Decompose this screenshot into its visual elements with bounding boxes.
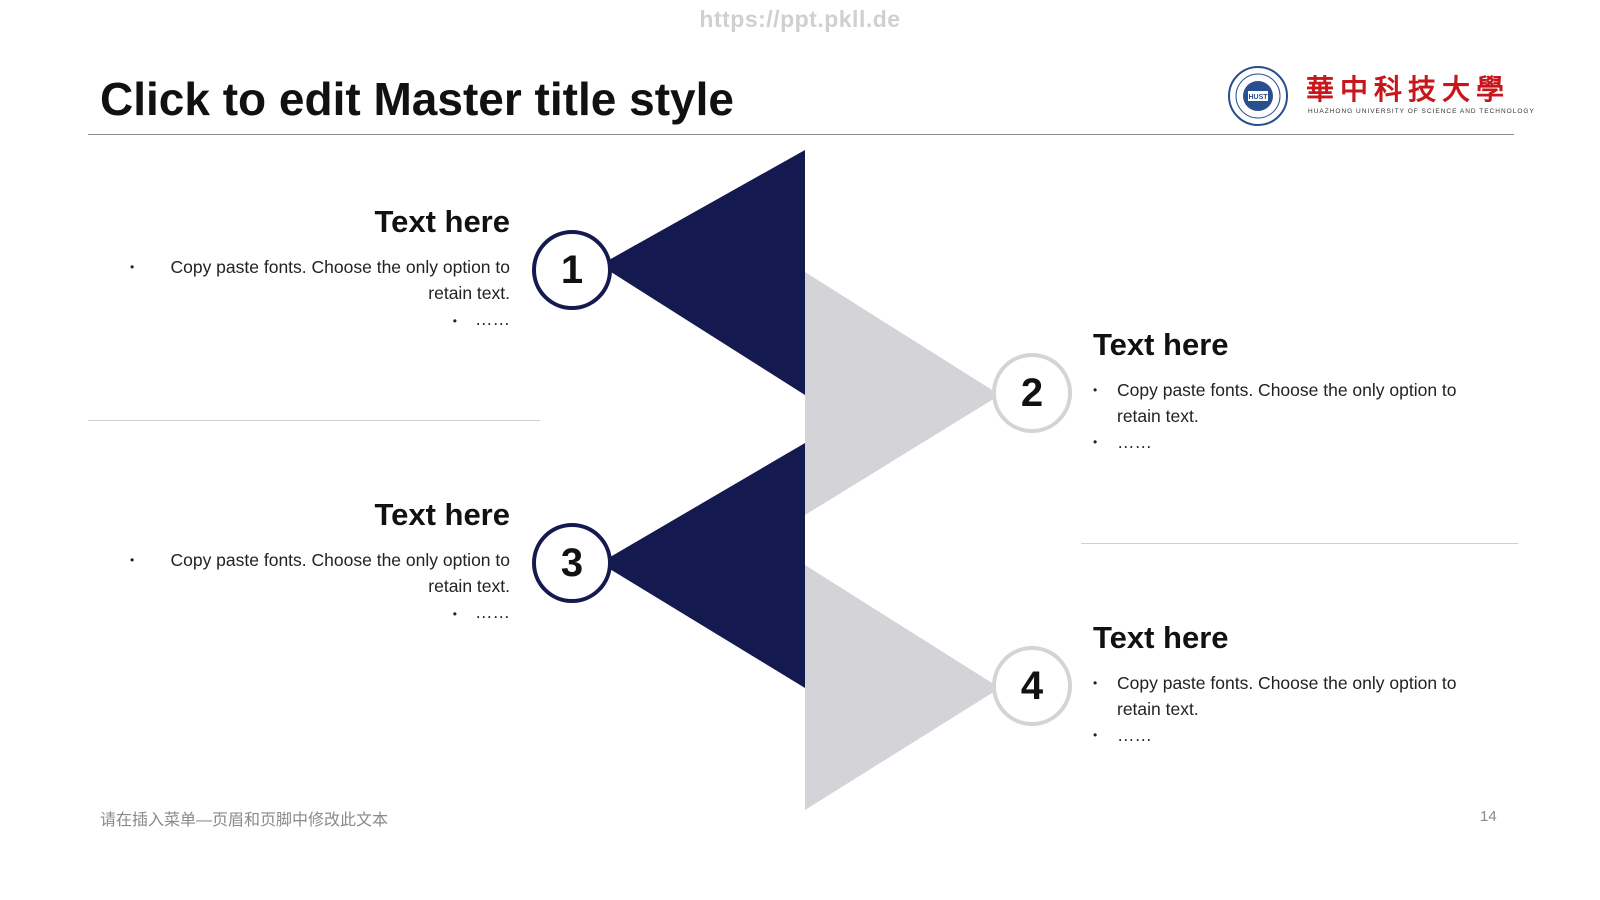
triangle-4: [805, 565, 1000, 810]
step-circle-2: 2: [992, 353, 1072, 433]
bullet-item: • ……: [453, 306, 510, 334]
emblem-text: HUST: [1248, 94, 1268, 101]
step-circle-4: 4: [992, 646, 1072, 726]
bullet-item: ……: [1093, 722, 1473, 748]
bullet-item: Copy paste fonts. Choose the only option…: [1093, 670, 1473, 722]
bullet-list: Copy paste fonts. Choose the only option…: [130, 547, 510, 627]
bullet-list: Copy paste fonts. Choose the only option…: [1093, 377, 1473, 455]
bullet-text: ……: [475, 602, 510, 622]
footer-text[interactable]: 请在插入菜单—页眉和页脚中修改此文本: [100, 812, 389, 829]
bullet-item: • ……: [453, 599, 510, 627]
bullet-item: Copy paste fonts. Choose the only option…: [130, 254, 510, 306]
bullet-item: Copy paste fonts. Choose the only option…: [130, 547, 510, 599]
text-block-1[interactable]: Text here Copy paste fonts. Choose the o…: [130, 204, 510, 334]
university-emblem-icon: HUST: [1228, 66, 1288, 126]
bullet-text: ……: [475, 309, 510, 329]
triangle-2: [805, 272, 1000, 515]
bullet-dot-icon: •: [452, 314, 457, 328]
separator-left: [88, 420, 540, 421]
step-circle-3: 3: [532, 523, 612, 603]
title-divider: [88, 134, 1514, 135]
block-heading: Text here: [374, 204, 510, 239]
university-logo: HUST 華中科技大學 HUAZHONG UNIVERSITY OF SCIEN…: [1220, 64, 1534, 128]
bullet-item: Copy paste fonts. Choose the only option…: [1093, 377, 1473, 429]
bullet-item: ……: [1093, 429, 1473, 455]
block-heading: Text here: [1093, 327, 1229, 362]
text-block-3[interactable]: Text here Copy paste fonts. Choose the o…: [130, 497, 510, 627]
bullet-dot-icon: •: [452, 607, 457, 621]
block-heading: Text here: [374, 497, 510, 532]
page-number: 14: [1480, 808, 1497, 825]
text-block-4[interactable]: Text here Copy paste fonts. Choose the o…: [1093, 620, 1473, 748]
block-heading: Text here: [1093, 620, 1229, 655]
university-name-cn: 華中科技大學: [1306, 73, 1511, 106]
text-block-2[interactable]: Text here Copy paste fonts. Choose the o…: [1093, 327, 1473, 455]
university-name-en: HUAZHONG UNIVERSITY OF SCIENCE AND TECHN…: [1308, 108, 1535, 115]
triangle-3: [600, 443, 805, 688]
slide-title[interactable]: Click to edit Master title style: [100, 73, 734, 125]
bullet-list: Copy paste fonts. Choose the only option…: [130, 254, 510, 334]
step-circle-1: 1: [532, 230, 612, 310]
triangle-1: [600, 150, 805, 395]
watermark-url: https://ppt.pkll.de: [699, 6, 901, 32]
separator-right: [1081, 543, 1518, 544]
bullet-list: Copy paste fonts. Choose the only option…: [1093, 670, 1473, 748]
